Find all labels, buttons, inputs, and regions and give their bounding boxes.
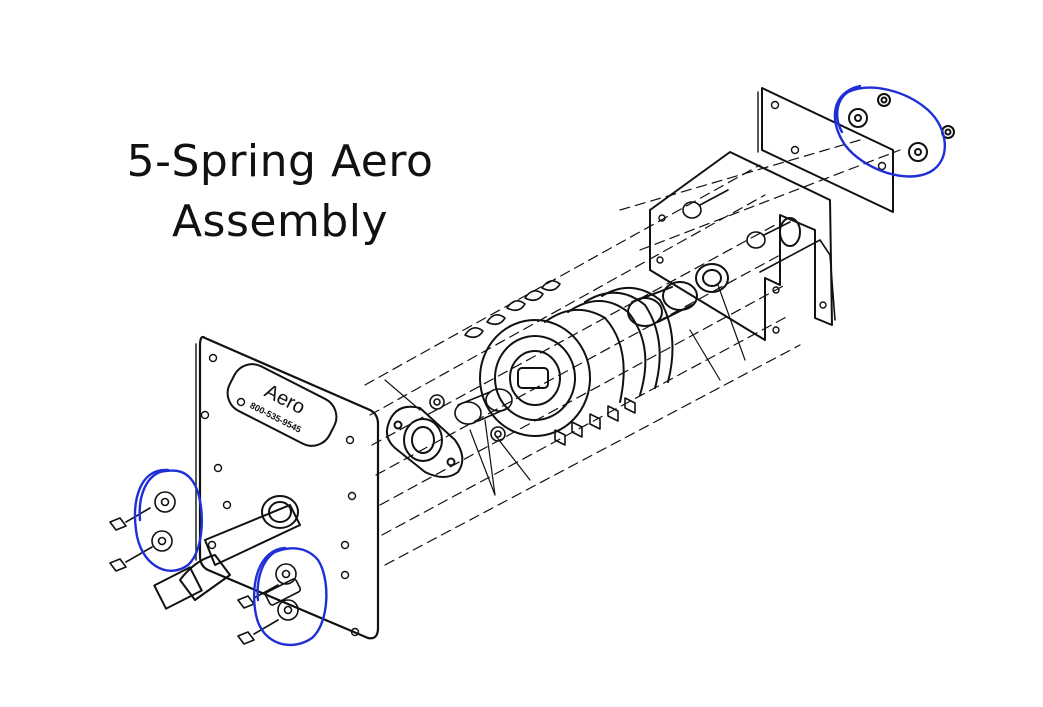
nut-icon — [877, 93, 891, 107]
leader-lines — [384, 284, 746, 496]
drive-shaft — [153, 495, 301, 610]
highlight-circle-upper-left — [133, 468, 203, 572]
washer-icon — [908, 142, 928, 162]
end-plate-holes — [770, 100, 887, 171]
spring-clips — [464, 280, 561, 339]
end-plate — [757, 87, 955, 213]
washer-icon — [848, 108, 868, 128]
highlight-marks — [133, 84, 946, 647]
washer-icon — [151, 530, 173, 552]
bolt-icon — [109, 507, 151, 531]
front-mounting-plate: Aero 800-535-9545 — [195, 335, 380, 640]
bearing-icon — [385, 405, 464, 478]
spring-icon — [479, 319, 591, 437]
bolt-icon — [746, 221, 791, 249]
washer-icon — [277, 599, 299, 621]
title-line-1: 5-Spring Aero — [126, 136, 434, 187]
shaft-bushings — [627, 263, 729, 327]
spring-stack — [464, 280, 674, 446]
title-line-2: Assembly — [171, 196, 389, 247]
diagram-title: 5-Spring Aero Assembly — [110, 132, 450, 252]
sleeve-bushing — [454, 388, 513, 425]
nut-icon — [429, 394, 445, 410]
highlight-circle-upper-right — [833, 84, 946, 178]
spring-tabs — [554, 397, 636, 446]
bolt-icon — [682, 189, 729, 219]
bracket-holes — [656, 214, 827, 334]
washer-icon — [275, 563, 297, 585]
highlight-circle-lower-left — [252, 546, 328, 647]
bolt-icon — [237, 619, 279, 645]
washer-icon — [154, 491, 176, 513]
flange-bearing — [385, 405, 464, 478]
assembly-axis-lines — [364, 139, 901, 566]
bolt-icon — [109, 546, 153, 572]
rear-bracket — [649, 151, 836, 341]
nut-icon — [490, 426, 506, 442]
plate-holes — [200, 353, 360, 637]
